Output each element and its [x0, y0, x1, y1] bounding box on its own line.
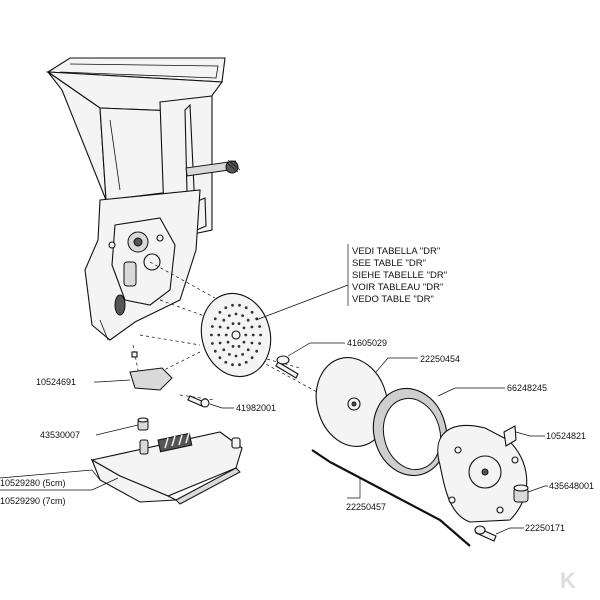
- disc-hole: [238, 303, 241, 307]
- disc-hole: [258, 342, 261, 345]
- disc-hole: [244, 360, 248, 364]
- note-line-1: VEDI TABELLA "DR": [352, 246, 440, 257]
- label-10524821: 10524821: [546, 431, 586, 441]
- seed-disc: [200, 292, 272, 378]
- disc-hole: [228, 314, 231, 317]
- disc-hole: [213, 317, 217, 321]
- disc-hole: [258, 325, 261, 328]
- disc-hole: [211, 342, 214, 345]
- disc-hole: [211, 325, 214, 328]
- disc-hole: [222, 318, 226, 322]
- screw-22250171: 22250171: [474, 523, 565, 542]
- svg-text:K: K: [560, 568, 576, 593]
- disc-hole: [226, 326, 230, 330]
- disc-hole: [224, 360, 228, 364]
- screw-41982001: 41982001: [187, 395, 276, 413]
- disc-hole: [250, 310, 254, 314]
- metering-housing: [84, 189, 201, 341]
- disc-hole: [217, 333, 221, 337]
- label-66248245: 66248245: [507, 383, 547, 393]
- label-22250454: 22250454: [420, 354, 460, 364]
- disc-hole: [231, 345, 235, 348]
- disc-hole: [218, 356, 222, 360]
- label-435648001: 435648001: [549, 481, 594, 491]
- nut-43530007: 43530007: [40, 417, 149, 440]
- label-41982001: 41982001: [236, 403, 276, 413]
- disc-hole: [251, 333, 255, 337]
- disc-hole: [244, 333, 248, 337]
- disc-hole: [250, 341, 254, 345]
- disc-hole: [259, 333, 262, 337]
- disc-hole: [213, 349, 217, 353]
- cover-disc-22250454: 22250454: [315, 354, 460, 447]
- label-22250457: 22250457: [346, 502, 386, 512]
- disc-hole: [246, 348, 250, 352]
- label-22250171: 22250171: [525, 523, 565, 533]
- disc-hole: [242, 340, 246, 344]
- disc-hole: [231, 363, 234, 367]
- disc-hole: [226, 340, 230, 344]
- disc-hole: [218, 325, 222, 329]
- disc-hole: [242, 326, 246, 330]
- bushing-435648001: 435648001: [513, 481, 594, 503]
- label-10524691: 10524691: [36, 377, 76, 387]
- assembly-bracket-22250457: 22250457: [311, 449, 471, 547]
- brand-logo: K: [560, 568, 576, 593]
- disc-hole: [222, 348, 226, 352]
- label-10529290: 10529290 (7cm): [0, 496, 66, 506]
- disc-hole: [237, 345, 241, 348]
- note-line-2: SEE TABLE "DR": [352, 258, 426, 269]
- label-10529280: 10529280 (5cm): [0, 478, 66, 488]
- note-line-5: VEDO TABLE "DR": [352, 294, 434, 305]
- see-table-note: VEDI TABELLA "DR" SEE TABLE "DR" SIEHE T…: [255, 244, 447, 321]
- disc-hole: [244, 306, 248, 310]
- disc-hole: [255, 349, 259, 353]
- disc-hole: [231, 303, 234, 307]
- disc-hole: [238, 363, 241, 367]
- disc-hole: [237, 322, 241, 325]
- note-line-3: SIEHE TABELLE "DR": [352, 270, 447, 281]
- gasket-ring-66248245: 66248245: [372, 383, 547, 477]
- disc-hole: [234, 312, 238, 316]
- disc-hole: [241, 353, 245, 356]
- small-bracket-10524691: 10524691: [36, 351, 173, 391]
- disc-hole: [224, 306, 228, 310]
- disc-hole: [231, 322, 235, 325]
- disc-hole: [241, 314, 245, 317]
- disc-hole: [250, 325, 254, 329]
- disc-hole: [234, 354, 238, 358]
- furrow-shoe: 10529280 (5cm) 10529290 (7cm): [0, 431, 243, 506]
- screw-41605029: 41605029: [275, 338, 387, 379]
- disc-hole: [218, 341, 222, 345]
- disc-hole: [250, 356, 254, 360]
- backing-plate-10524821: 10524821: [437, 424, 586, 523]
- label-41605029: 41605029: [347, 338, 387, 348]
- disc-hole: [218, 310, 222, 314]
- label-43530007: 43530007: [40, 430, 80, 440]
- disc-hole: [228, 353, 231, 356]
- disc-hole: [224, 333, 228, 337]
- note-line-4: VOIR TABLEAU "DR": [352, 282, 443, 293]
- disc-hole: [210, 333, 213, 337]
- disc-hole: [246, 318, 250, 322]
